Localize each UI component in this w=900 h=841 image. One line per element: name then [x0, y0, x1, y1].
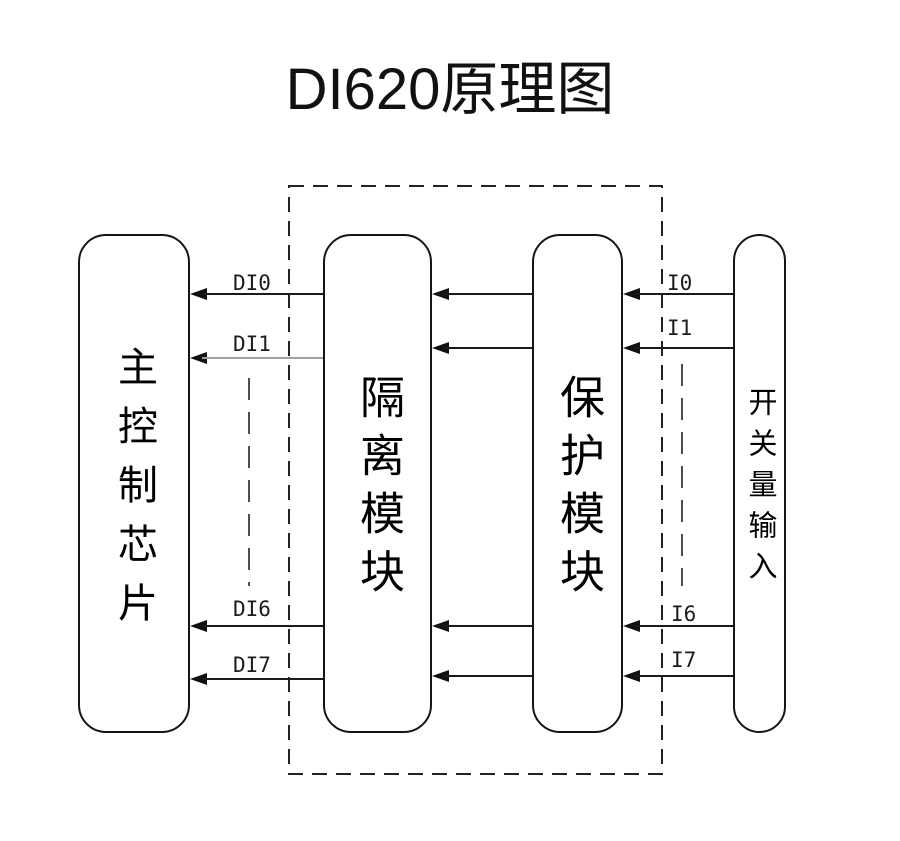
arrow-head-icon — [190, 620, 207, 632]
diagram-title: DI620原理图 — [285, 57, 615, 122]
box-switch-input-label: 开关量输入 — [744, 387, 776, 592]
signal-label-i1: I1 — [667, 316, 693, 340]
arrow-di1 — [190, 352, 323, 364]
signal-label-i7: I7 — [671, 648, 697, 672]
arrow-mid-row6 — [432, 620, 532, 632]
arrow-head-icon — [190, 352, 207, 364]
box-main-chip-label: 主控制芯片 — [112, 345, 157, 641]
arrow-head-icon — [432, 620, 449, 632]
arrow-i6 — [623, 620, 733, 632]
arrow-head-icon — [432, 288, 449, 300]
arrow-mid-row1 — [432, 342, 532, 354]
arrow-shaft — [202, 293, 323, 295]
signal-label-di0: DI0 — [233, 271, 271, 295]
arrow-i7 — [623, 670, 733, 682]
arrow-shaft — [202, 678, 323, 680]
box-protection-module: 保护模块 — [532, 234, 623, 733]
arrow-shaft — [635, 625, 733, 627]
arrow-mid-row7 — [432, 670, 532, 682]
signal-label-di1: DI1 — [233, 332, 271, 356]
arrow-i0 — [623, 288, 733, 300]
signal-label-di6: DI6 — [233, 597, 271, 621]
arrow-head-icon — [432, 342, 449, 354]
arrow-shaft — [635, 293, 733, 295]
arrow-head-icon — [623, 342, 640, 354]
signal-label-i6: I6 — [671, 602, 697, 626]
box-main-chip: 主控制芯片 — [78, 234, 190, 733]
arrow-shaft — [635, 675, 733, 677]
box-protection-module-label: 保护模块 — [553, 374, 603, 606]
arrow-head-icon — [190, 288, 207, 300]
arrow-shaft — [202, 357, 323, 359]
arrow-head-icon — [623, 620, 640, 632]
arrow-di6 — [190, 620, 323, 632]
arrow-head-icon — [432, 670, 449, 682]
arrow-shaft — [444, 347, 532, 349]
box-isolation-module-label: 隔离模块 — [353, 374, 403, 606]
signal-label-di7: DI7 — [233, 653, 271, 677]
arrow-shaft — [444, 625, 532, 627]
arrow-mid-row0 — [432, 288, 532, 300]
arrow-shaft — [202, 625, 323, 627]
arrow-di0 — [190, 288, 323, 300]
signal-label-i0: I0 — [667, 271, 693, 295]
arrow-shaft — [444, 675, 532, 677]
arrow-shaft — [444, 293, 532, 295]
box-isolation-module: 隔离模块 — [323, 234, 432, 733]
arrow-head-icon — [190, 673, 207, 685]
arrow-shaft — [635, 347, 733, 349]
arrow-di7 — [190, 673, 323, 685]
arrow-head-icon — [623, 670, 640, 682]
arrow-i1 — [623, 342, 733, 354]
arrow-head-icon — [623, 288, 640, 300]
box-switch-input: 开关量输入 — [733, 234, 786, 733]
